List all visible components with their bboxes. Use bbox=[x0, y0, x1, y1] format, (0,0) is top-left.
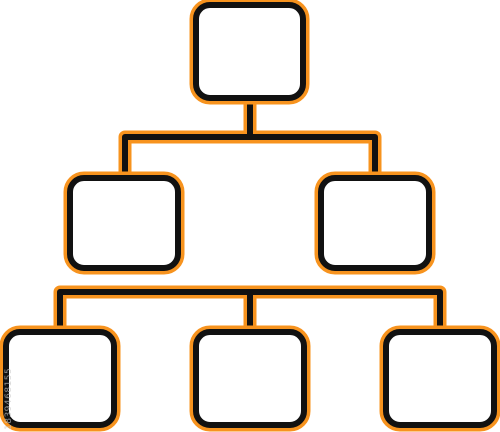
level-3-node-left bbox=[0, 325, 121, 432]
stock-id-watermark: 1839468155 bbox=[4, 367, 14, 430]
root-node-box bbox=[189, 0, 310, 105]
level-2-node-left bbox=[63, 171, 185, 275]
connectors bbox=[57, 95, 443, 335]
level-3-node-right bbox=[379, 325, 500, 432]
level-3-node-center bbox=[189, 325, 311, 432]
level-2-node-right bbox=[314, 171, 436, 275]
